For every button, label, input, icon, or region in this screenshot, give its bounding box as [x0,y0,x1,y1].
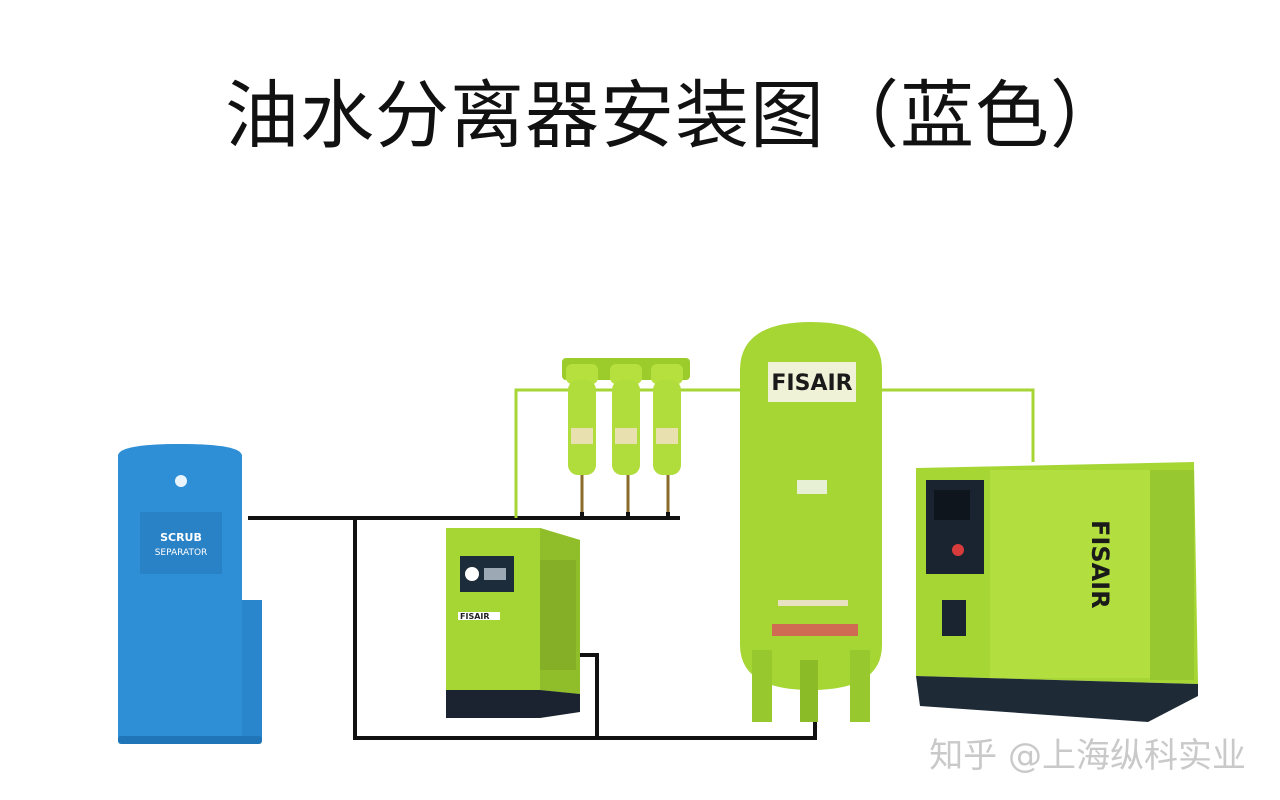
separator-sublabel: SEPARATOR [155,548,208,558]
dryer-brand-label: FISAIR [460,612,490,621]
tank-brand-label: FISAIR [771,371,852,396]
filter-1 [566,364,598,512]
filter-2 [610,364,642,512]
compressor-brand-label: FISAIR [1086,520,1114,609]
filter-3 [651,364,683,512]
line-filters-icon [562,358,690,512]
screw-compressor-icon: FISAIR [916,462,1198,722]
oil-water-separator-icon: SCRUB SEPARATOR [118,444,262,744]
air-receiver-tank-icon: FISAIR [740,322,882,722]
watermark-text: 知乎 @上海纵科实业 [929,736,1246,776]
refrigerated-dryer-icon: FISAIR [446,528,580,718]
diagram-title: 油水分离器安装图（蓝色） [225,73,1125,159]
separator-label: SCRUB [160,531,202,544]
